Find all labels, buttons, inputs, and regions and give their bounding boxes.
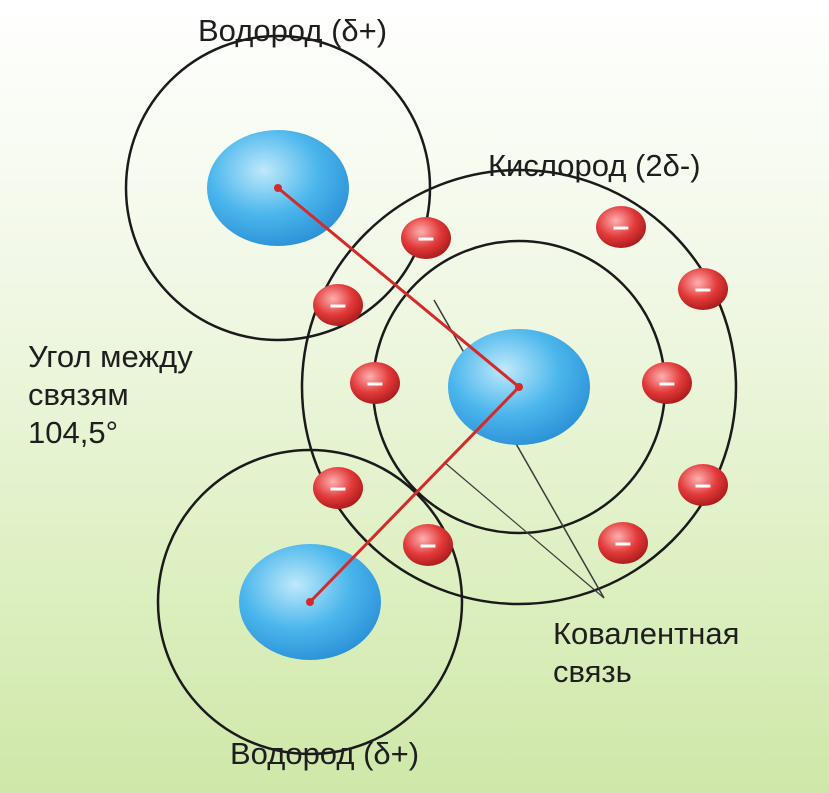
hydrogen-bottom-orbit: [156, 448, 464, 756]
electron: –: [403, 524, 453, 566]
electron: –: [313, 467, 363, 509]
electron-sign: –: [330, 288, 347, 321]
electron-sign: –: [659, 366, 676, 399]
electron-sign: –: [613, 210, 630, 243]
hydrogen-bottom-center-dot: [306, 598, 314, 606]
electron-sign: –: [420, 528, 437, 561]
bond-angle-value: 104,5°: [28, 415, 118, 450]
hydrogen-bottom-label: Водород (δ+): [230, 736, 420, 771]
electron: –: [313, 284, 363, 326]
bond-angle-label-line: связям: [28, 377, 129, 412]
electron: –: [596, 206, 646, 248]
oxygen-label: Кислород (2δ-): [488, 148, 701, 183]
oxygen-outer-orbit: [300, 168, 738, 606]
electron-sign: –: [695, 272, 712, 305]
electron-sign: –: [330, 471, 347, 504]
electron: –: [350, 362, 400, 404]
electron-sign: –: [695, 468, 712, 501]
bond-angle-label-line: Угол между: [28, 339, 193, 374]
hydrogen-top-label: Водород (δ+): [198, 13, 388, 48]
electron: –: [401, 217, 451, 259]
electron: –: [678, 464, 728, 506]
electron-sign: –: [615, 526, 632, 559]
bond-angle-label: Угол между связям 104,5°: [28, 338, 193, 452]
covalent-bond-label-line: Ковалентная: [553, 616, 740, 651]
covalent-pointer-line-1: [433, 299, 605, 599]
covalent-bond-label-line: связь: [553, 654, 632, 689]
covalent-pointer-line-2: [443, 461, 605, 599]
electron: –: [642, 362, 692, 404]
covalent-bond-label: Ковалентная связь: [553, 615, 739, 691]
electron-sign: –: [418, 221, 435, 254]
hydrogen-top-center-dot: [274, 184, 282, 192]
oxygen-center-dot: [515, 383, 523, 391]
electron-sign: –: [367, 366, 384, 399]
electron: –: [598, 522, 648, 564]
electron: –: [678, 268, 728, 310]
